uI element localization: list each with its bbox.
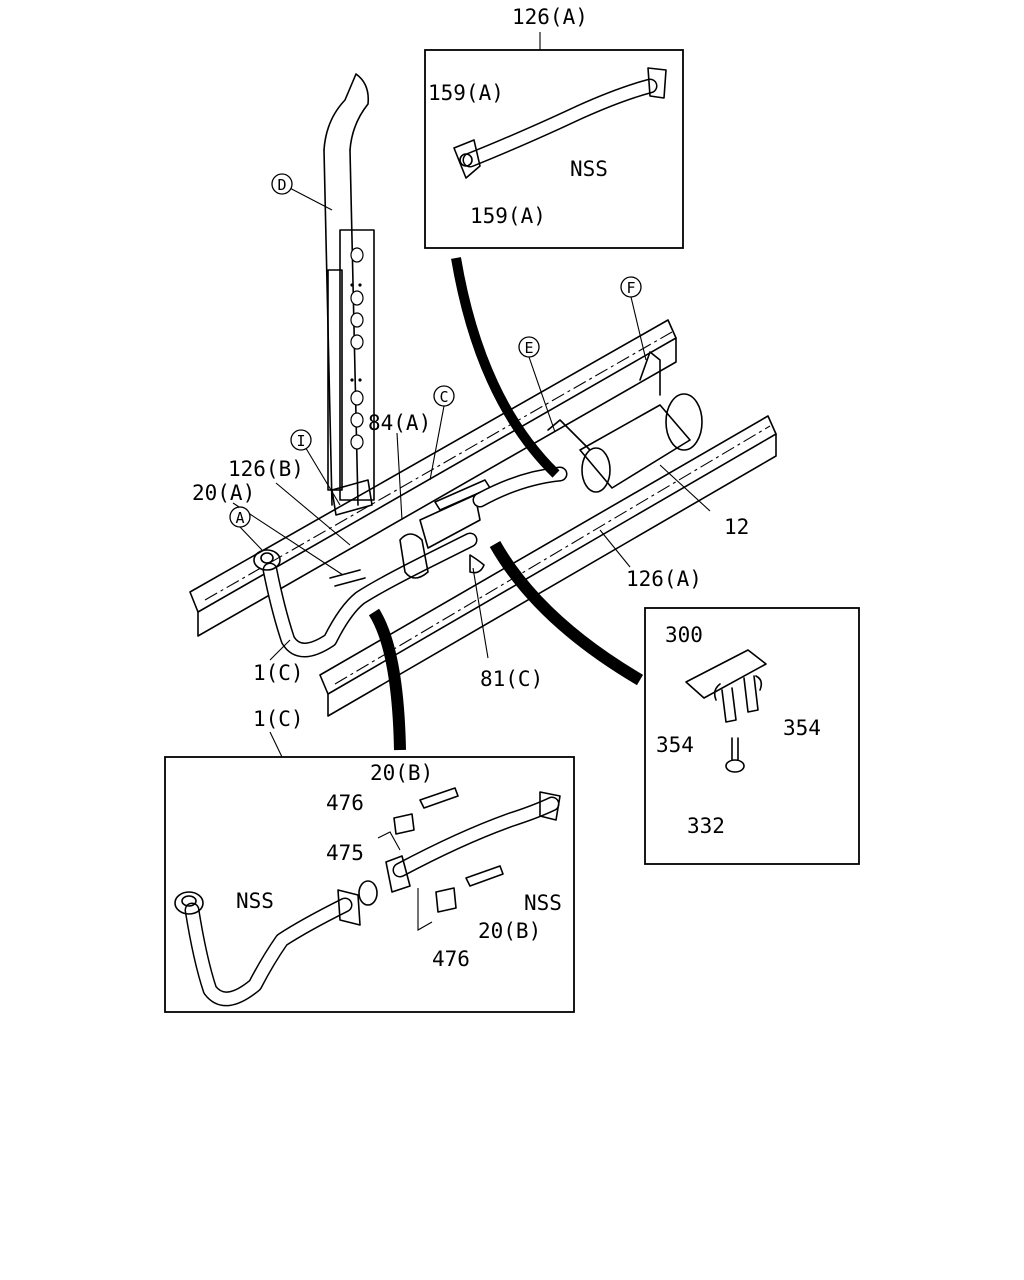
exhaust-stack xyxy=(323,73,375,516)
label-126a-top: 126(A) xyxy=(512,5,588,29)
label-332: 332 xyxy=(687,814,725,838)
label-159a-upper: 159(A) xyxy=(428,81,504,105)
label-126b: 126(B) xyxy=(228,457,304,481)
label-81c: 81(C) xyxy=(480,667,543,691)
label-354-right: 354 xyxy=(783,716,821,740)
label-nss-top: NSS xyxy=(570,157,608,181)
callout-i: I xyxy=(290,429,312,451)
label-159a-lower: 159(A) xyxy=(470,204,546,228)
label-1c-box: 1(C) xyxy=(253,707,304,731)
callout-f: F xyxy=(620,276,642,298)
callout-i-label: I xyxy=(296,432,305,450)
label-475: 475 xyxy=(326,841,364,865)
callout-a-label: A xyxy=(235,509,244,527)
main-exhaust-pipe xyxy=(253,479,491,658)
callout-e-label: E xyxy=(524,339,533,357)
label-300: 300 xyxy=(665,623,703,647)
label-476-bottom: 476 xyxy=(432,947,470,971)
callout-f-label: F xyxy=(626,279,635,297)
callout-d: D xyxy=(271,173,293,195)
label-20a: 20(A) xyxy=(192,481,255,505)
label-20b-top: 20(B) xyxy=(370,761,433,785)
label-476-top: 476 xyxy=(326,791,364,815)
detail-box-1c xyxy=(164,756,575,1013)
label-1c-mid: 1(C) xyxy=(253,661,304,685)
callout-e: E xyxy=(518,336,540,358)
label-nss-right: NSS xyxy=(524,891,562,915)
label-nss-left: NSS xyxy=(236,889,274,913)
callout-c: C xyxy=(433,385,455,407)
detail-box-bracket xyxy=(644,607,860,865)
callout-d-label: D xyxy=(277,176,286,194)
label-354-left: 354 xyxy=(656,733,694,757)
frame-rails xyxy=(189,319,777,717)
heat-shield-holes xyxy=(350,247,364,450)
detail-box-126a xyxy=(424,49,684,249)
zoom-callout-arcs xyxy=(368,257,644,751)
label-20b-bottom: 20(B) xyxy=(478,919,541,943)
callout-a: A xyxy=(229,506,251,528)
callout-c-label: C xyxy=(439,388,448,406)
label-84a: 84(A) xyxy=(368,411,431,435)
label-12: 12 xyxy=(724,515,749,539)
leader-lines xyxy=(232,32,711,758)
label-126a-mid: 126(A) xyxy=(626,567,702,591)
